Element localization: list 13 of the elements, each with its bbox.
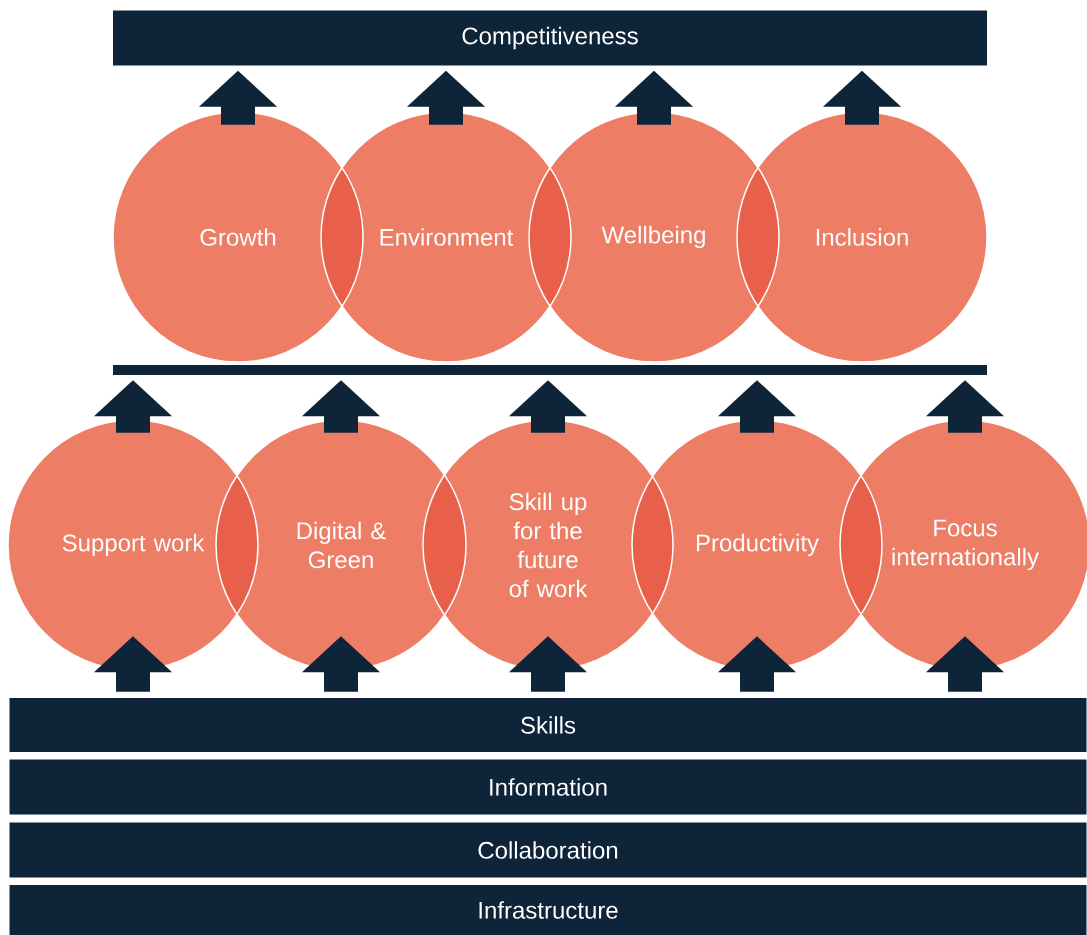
node-label: Environment: [380, 228, 514, 246]
bar: [113, 365, 987, 375]
node-label: Focus internationally: [892, 519, 1039, 571]
node-label: Skill up for the future of work: [509, 492, 588, 598]
banner: Information: [9, 759, 1087, 815]
banner: Competitiveness: [113, 10, 987, 66]
node-label: Digital & Green: [297, 521, 386, 569]
node-label: Wellbeing: [601, 225, 705, 249]
banner: Infrastructure: [9, 885, 1087, 935]
banner: Collaboration: [9, 822, 1087, 878]
node-label: Inclusion: [816, 228, 908, 246]
banner: Skills: [9, 698, 1087, 752]
node-label: Productivity: [696, 533, 819, 557]
